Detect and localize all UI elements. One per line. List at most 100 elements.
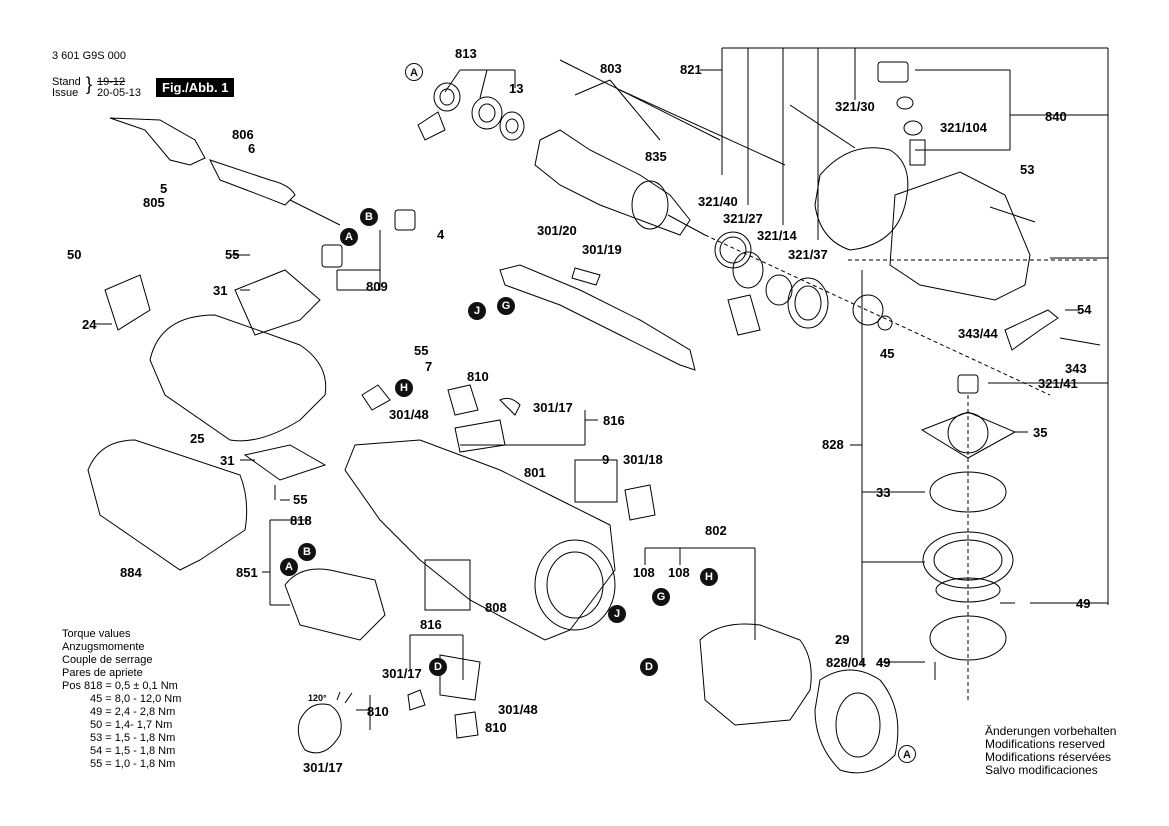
part-label: 810 <box>467 369 489 384</box>
part-label: 31 <box>220 453 235 468</box>
part-label: 301/17 <box>303 760 343 775</box>
part-label: 301/48 <box>498 702 538 717</box>
callout-j: J <box>608 605 626 623</box>
part-label: 321/14 <box>757 228 797 243</box>
notice-line: Salvo modificaciones <box>985 763 1098 777</box>
torque-row: 49 = 2,4 - 2,8 Nm <box>90 706 176 718</box>
part-label: 55 <box>293 492 308 507</box>
torque-row: Pos 818 = 0,5 ± 0,1 Nm <box>62 680 178 692</box>
notice-line: Änderungen vorbehalten <box>985 724 1117 738</box>
callout-b: B <box>360 208 378 226</box>
part-label: 813 <box>455 46 477 61</box>
callout-j: J <box>468 302 486 320</box>
part-label: 29 <box>835 632 850 647</box>
part-label: 45 <box>880 346 895 361</box>
part-label: 321/30 <box>835 99 875 114</box>
part-label: 301/18 <box>623 452 663 467</box>
callout-a: A <box>405 63 423 81</box>
callout-h: H <box>395 379 413 397</box>
torque-row: 50 = 1,4- 1,7 Nm <box>90 719 173 731</box>
part-label: 24 <box>82 317 97 332</box>
part-label: 49 <box>1076 596 1091 611</box>
part-label: 805 <box>143 195 165 210</box>
callout-d: D <box>429 658 447 676</box>
part-label: 808 <box>485 600 507 615</box>
stand-value: 19-12 <box>97 76 126 88</box>
part-label: 806 <box>232 127 254 142</box>
torque-heading-en: Torque values <box>62 628 131 640</box>
part-label: 801 <box>524 465 546 480</box>
issue-value: 20-05-13 <box>97 87 142 99</box>
part-label: 818 <box>290 513 312 528</box>
part-label: 810 <box>485 720 507 735</box>
callout-a: A <box>340 228 358 246</box>
part-label: 55 <box>225 247 240 262</box>
document-number: 3 601 G9S 000 <box>52 50 127 62</box>
part-label: 4 <box>437 227 445 242</box>
figure-label: Fig./Abb. 1 <box>156 78 235 97</box>
part-label: 343/44 <box>958 326 998 341</box>
part-label: 5 <box>160 181 168 196</box>
torque-row: 54 = 1,5 - 1,8 Nm <box>90 745 176 757</box>
notice-line: Modifications réservées <box>985 750 1112 764</box>
part-label: 301/48 <box>389 407 429 422</box>
part-label: 828 <box>822 437 844 452</box>
torque-row: 55 = 1,0 - 1,8 Nm <box>90 758 176 770</box>
part-label: 108 <box>633 565 655 580</box>
torque-row: 53 = 1,5 - 1,8 Nm <box>90 732 176 744</box>
part-label: 55 <box>414 343 429 358</box>
torque-row: 45 = 8,0 - 12,0 Nm <box>90 693 182 705</box>
callout-g: G <box>652 588 670 606</box>
issue-label: Issue <box>52 87 79 99</box>
part-label: 301/19 <box>582 242 622 257</box>
part-label: 816 <box>420 617 442 632</box>
stand-label: Stand <box>52 76 81 88</box>
part-label: 108 <box>668 565 690 580</box>
callout-h: H <box>700 568 718 586</box>
torque-heading-es: Pares de apriete <box>62 667 143 679</box>
part-label: 884 <box>120 565 142 580</box>
part-label: 9 <box>602 452 610 467</box>
part-label: 13 <box>509 81 524 96</box>
part-label: 343 <box>1065 361 1087 376</box>
part-label: 840 <box>1045 109 1067 124</box>
part-label: 802 <box>705 523 727 538</box>
part-label: 31 <box>213 283 228 298</box>
part-label: 25 <box>190 431 205 446</box>
part-label: 321/40 <box>698 194 738 209</box>
part-label: 321/104 <box>940 120 987 135</box>
callout-d: D <box>640 658 658 676</box>
part-label: 828/04 <box>826 655 866 670</box>
part-label: 821 <box>680 62 702 77</box>
part-label: 54 <box>1077 302 1092 317</box>
part-label: 835 <box>645 149 667 164</box>
part-label: 809 <box>366 279 388 294</box>
angle-label: 120° <box>308 693 327 703</box>
callout-a: A <box>898 745 916 763</box>
part-label: 321/37 <box>788 247 828 262</box>
brace-icon: } <box>86 74 93 94</box>
part-label: 49 <box>876 655 891 670</box>
part-label: 301/20 <box>537 223 577 238</box>
part-label: 7 <box>425 359 433 374</box>
callout-b: B <box>298 543 316 561</box>
part-label: 50 <box>67 247 82 262</box>
part-label: 53 <box>1020 162 1035 177</box>
part-label: 33 <box>876 485 891 500</box>
torque-heading-de: Anzugsmomente <box>62 641 145 653</box>
part-label: 816 <box>603 413 625 428</box>
callout-a: A <box>280 558 298 576</box>
notice-line: Modifications reserved <box>985 737 1106 751</box>
part-label: 301/17 <box>533 400 573 415</box>
part-label: 851 <box>236 565 258 580</box>
part-label: 810 <box>367 704 389 719</box>
torque-heading-fr: Couple de serrage <box>62 654 153 666</box>
part-label: 35 <box>1033 425 1048 440</box>
part-label: 6 <box>248 141 256 156</box>
part-label: 321/27 <box>723 211 763 226</box>
part-label: 301/17 <box>382 666 422 681</box>
part-label: 803 <box>600 61 622 76</box>
callout-g: G <box>497 297 515 315</box>
part-label: 321/41 <box>1038 376 1078 391</box>
